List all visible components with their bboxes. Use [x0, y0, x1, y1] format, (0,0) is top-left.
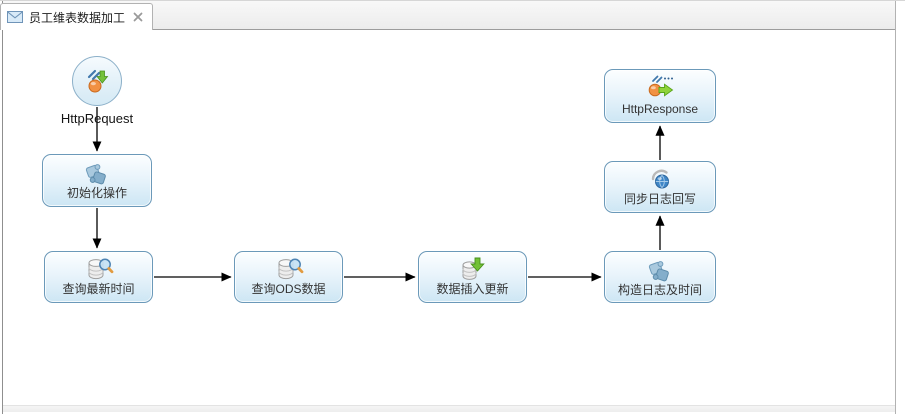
node-http-request[interactable]	[72, 56, 122, 106]
right-border	[895, 1, 896, 414]
node-data-insert-update[interactable]: 数据插入更新	[418, 251, 527, 303]
horizontal-scrollbar[interactable]	[3, 405, 895, 412]
node-label: 查询最新时间	[62, 282, 135, 296]
database-insert-icon	[459, 256, 487, 283]
puzzle-icon	[646, 256, 674, 284]
database-search-icon	[84, 256, 114, 283]
node-init-operation[interactable]: 初始化操作	[42, 154, 152, 207]
node-label: 查询ODS数据	[251, 282, 326, 296]
node-http-request-label: HttpRequest	[60, 111, 134, 126]
node-label: 同步日志回写	[623, 192, 696, 206]
left-border	[2, 1, 3, 414]
node-build-log-time[interactable]: 构造日志及时间	[604, 251, 716, 303]
node-label: HttpResponse	[621, 102, 699, 116]
tab-workflow[interactable]: 员工维表数据加工	[0, 3, 154, 30]
node-label: 数据插入更新	[436, 282, 509, 296]
tab-title: 员工维表数据加工	[29, 10, 126, 25]
node-label: 初始化操作	[66, 186, 127, 200]
node-label: 构造日志及时间	[617, 283, 702, 297]
node-query-latest-time[interactable]: 查询最新时间	[44, 251, 153, 303]
puzzle-icon	[83, 159, 111, 187]
envelope-icon	[7, 11, 23, 23]
node-sync-log-writeback[interactable]: 同步日志回写	[604, 161, 716, 213]
http-request-icon	[82, 66, 112, 96]
http-response-icon	[645, 74, 675, 99]
database-search-icon	[274, 256, 304, 283]
node-query-ods-data[interactable]: 查询ODS数据	[234, 251, 343, 303]
node-http-response[interactable]: HttpResponse	[604, 69, 716, 123]
tab-close-icon[interactable]	[133, 12, 143, 22]
globe-sync-icon	[646, 166, 674, 193]
